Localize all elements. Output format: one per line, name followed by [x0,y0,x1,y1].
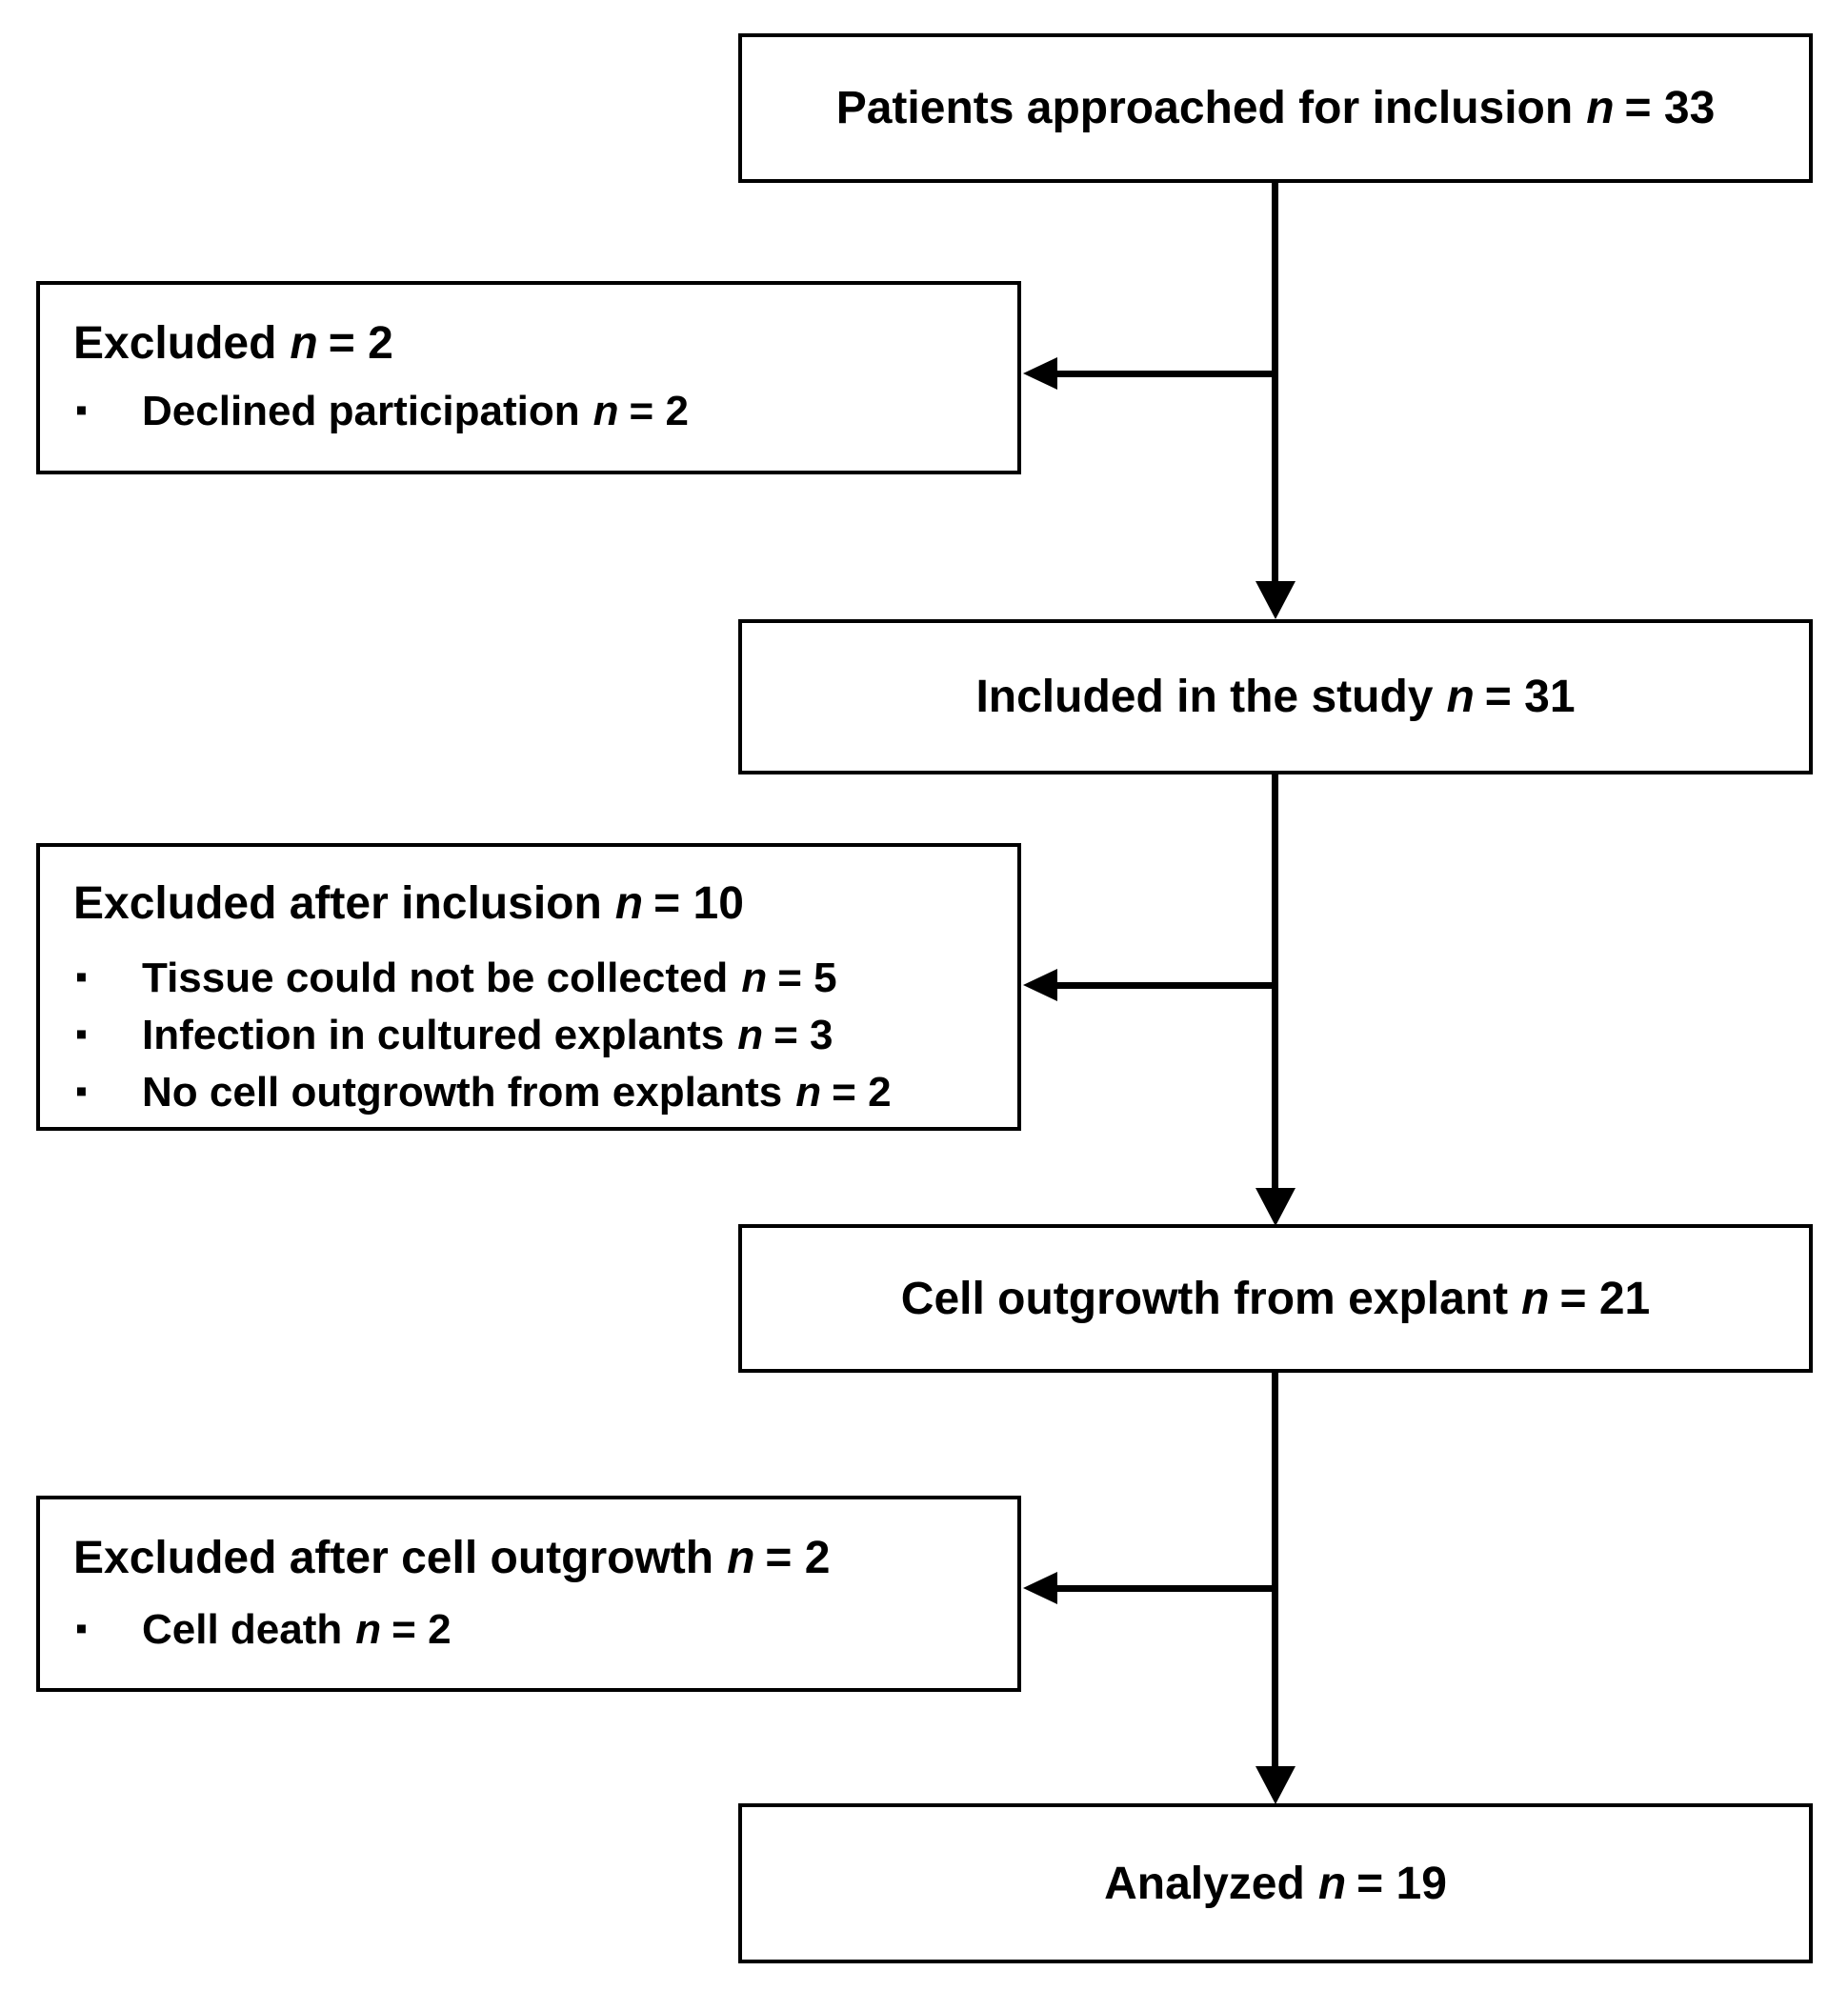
n-symbol: n [290,318,318,369]
n-symbol: n [737,1012,764,1058]
connector-approached-to-included [1272,183,1278,583]
arrowhead-left-excluded-initial [1023,357,1057,390]
arrowhead-left-excluded-after-inclusion [1023,969,1057,1001]
n-symbol: n [727,1533,755,1583]
n-symbol: n [741,955,768,1001]
branch-line-excluded-initial [1054,371,1276,377]
n-symbol: n [1317,1858,1347,1909]
n-symbol: n [1586,83,1615,133]
branch-line-excluded-after-outgrowth [1054,1585,1276,1592]
bullet-icon: ▪ [75,1071,88,1110]
bullet-icon: ▪ [75,390,88,429]
bullet-icon: ▪ [75,956,88,996]
arrowhead-left-excluded-after-outgrowth [1023,1572,1057,1604]
arrowhead-down-analyzed [1255,1766,1296,1804]
n-symbol: n [1521,1273,1550,1324]
branch-line-excluded-after-inclusion [1054,982,1276,989]
n-symbol: n [1446,672,1475,722]
arrowhead-down-outgrowth [1255,1188,1296,1226]
n-symbol: n [614,878,644,929]
n-symbol: n [795,1069,822,1116]
bullet-icon: ▪ [75,1014,88,1053]
arrowhead-down-included [1255,581,1296,619]
n-symbol: n [355,1606,382,1653]
connector-outgrowth-to-analyzed [1272,1372,1278,1768]
bullet-icon: ▪ [75,1608,88,1647]
n-symbol: n [593,388,619,434]
